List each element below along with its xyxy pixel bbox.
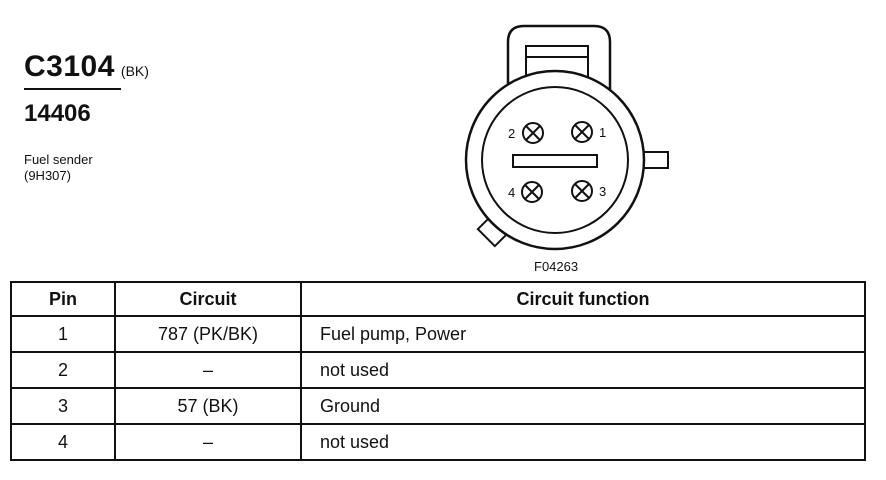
pin-2-terminal	[522, 122, 544, 144]
pin-4-terminal	[521, 181, 543, 203]
table-row: 3 57 (BK) Ground	[10, 387, 866, 425]
connector-face-diagram: 2 1 4 3	[464, 24, 669, 251]
cell-pin: 4	[10, 423, 116, 461]
cell-function: not used	[300, 351, 866, 389]
pinout-table: Pin Circuit Circuit function 1 787 (PK/B…	[10, 281, 866, 461]
part-number: 14406	[24, 100, 91, 127]
table-row: 1 787 (PK/BK) Fuel pump, Power	[10, 315, 866, 353]
cell-function: Ground	[300, 387, 866, 425]
component-description: Fuel sender (9H307)	[24, 152, 93, 184]
cell-circuit: 57 (BK)	[114, 387, 302, 425]
connector-id: C3104 (BK)	[24, 50, 149, 84]
cell-circuit: –	[114, 423, 302, 461]
connector-color: (BK)	[120, 63, 149, 79]
cell-pin: 1	[10, 315, 116, 353]
pin-1-terminal	[571, 121, 593, 143]
pin-label-1: 1	[599, 125, 606, 140]
table-row: 4 – not used	[10, 423, 866, 461]
description-line-2: (9H307)	[24, 168, 71, 183]
cell-function: Fuel pump, Power	[300, 315, 866, 353]
description-line-1: Fuel sender	[24, 152, 93, 167]
table-row: 2 – not used	[10, 351, 866, 389]
cell-circuit: 787 (PK/BK)	[114, 315, 302, 353]
pin-label-3: 3	[599, 184, 606, 199]
header-circuit: Circuit	[114, 281, 302, 317]
connector-code: C3104	[24, 50, 115, 83]
cell-pin: 2	[10, 351, 116, 389]
cell-pin: 3	[10, 387, 116, 425]
figure-id: F04263	[534, 259, 579, 274]
pin-label-2: 2	[508, 126, 515, 141]
pin-3-terminal	[571, 180, 593, 202]
table-header-row: Pin Circuit Circuit function	[10, 281, 866, 317]
title-underline	[24, 88, 121, 90]
cell-function: not used	[300, 423, 866, 461]
center-key-bar	[512, 154, 598, 168]
cell-circuit: –	[114, 351, 302, 389]
pin-label-4: 4	[508, 185, 515, 200]
header-circuit-function: Circuit function	[300, 281, 866, 317]
header-pin: Pin	[10, 281, 116, 317]
